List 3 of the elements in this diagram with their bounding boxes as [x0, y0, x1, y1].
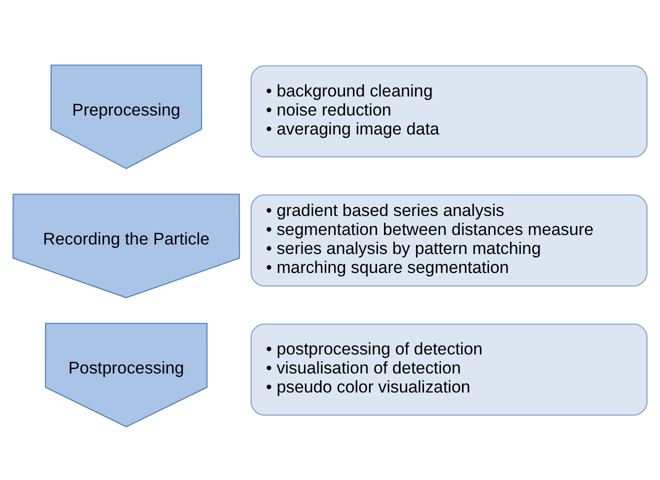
node-box: • gradient based series analysis • segmentation between distances measure • series analysis by pattern matching • marching square segmentation: [250, 194, 648, 286]
node-box: • background cleaning • noise reduction • averaging image data: [250, 64, 648, 157]
node-box: • postprocessing of detection • visualisation of detection • pseudo color visualization: [250, 323, 648, 416]
